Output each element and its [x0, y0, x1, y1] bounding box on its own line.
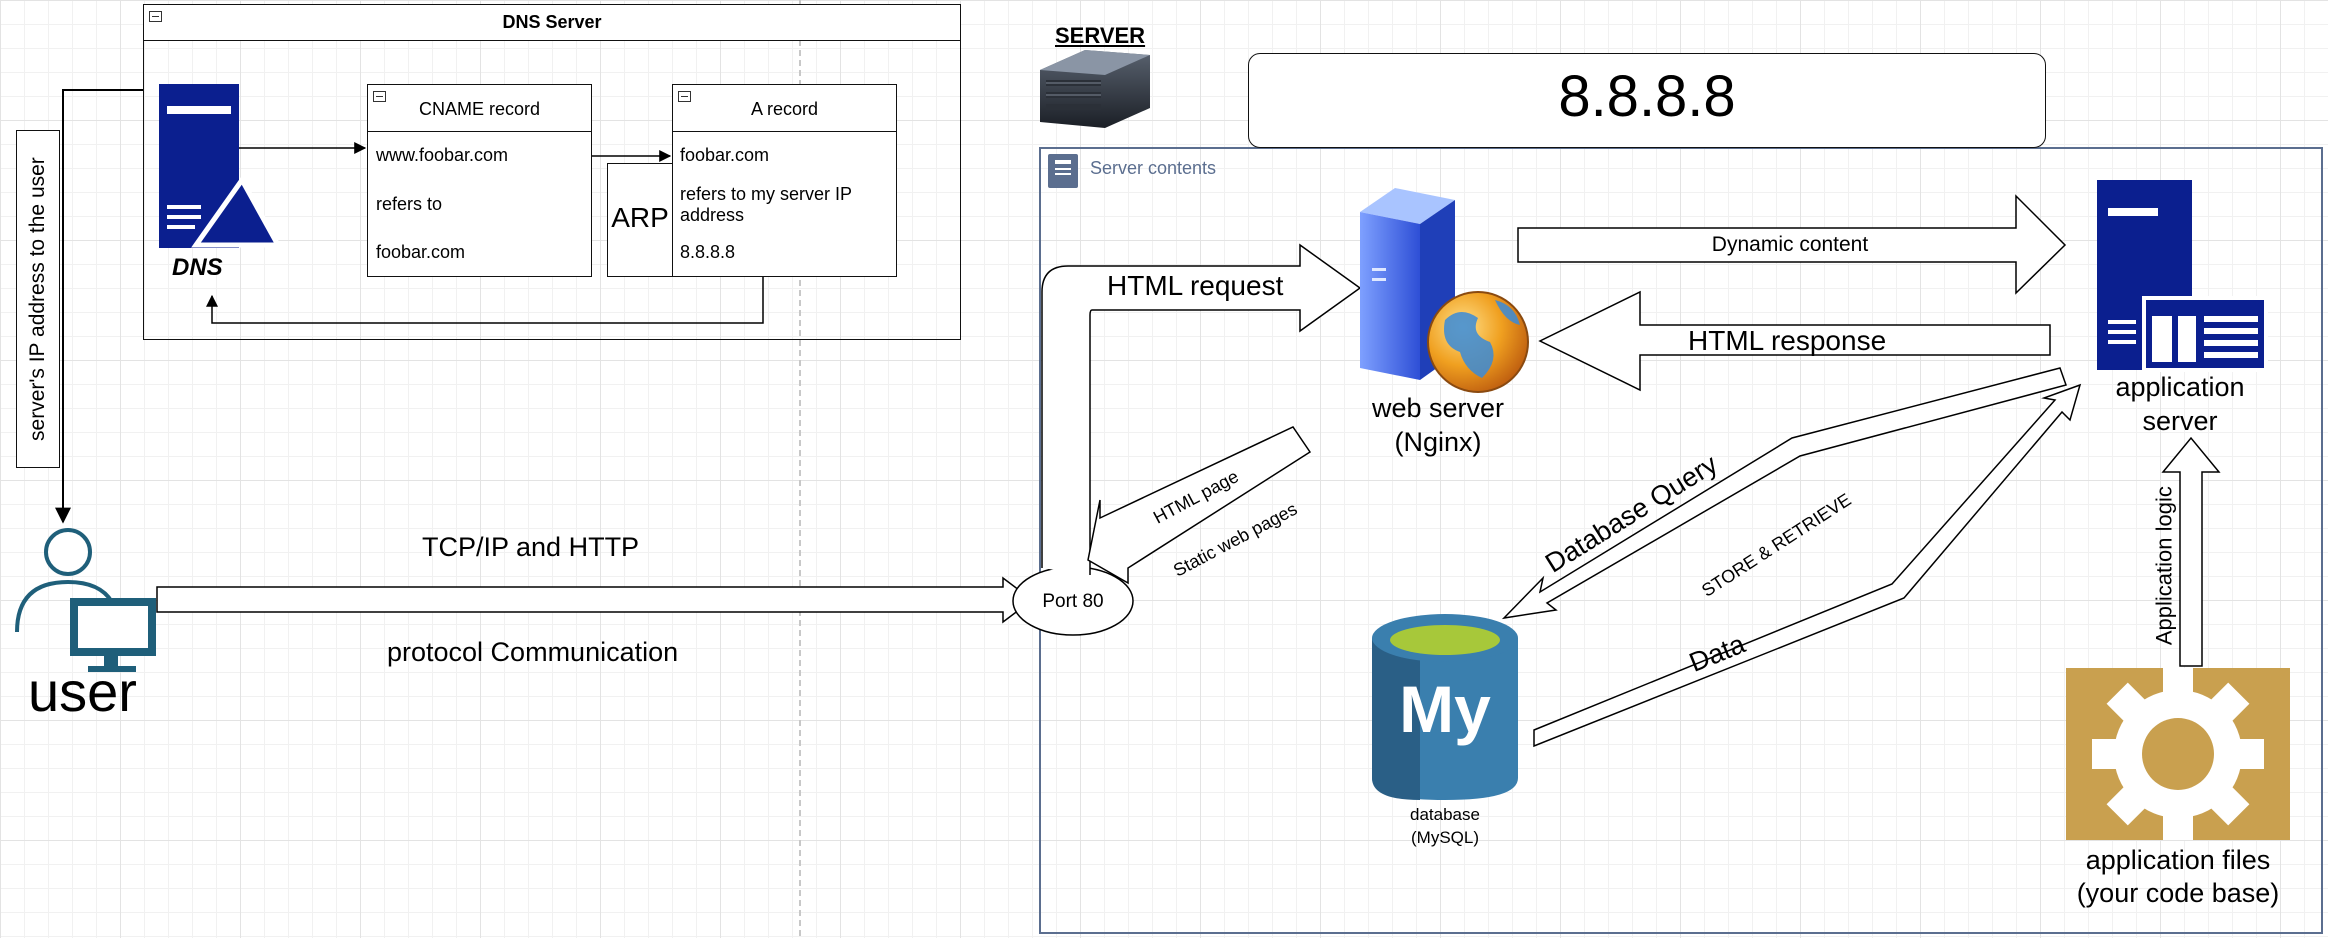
user-computer-icon	[15, 528, 156, 672]
cname-row: foobar.com	[376, 242, 466, 262]
connection-label-1: TCP/IP and HTTP	[422, 532, 640, 562]
application-logic-label: Application logic	[2151, 486, 2177, 646]
application-files-label: (your code base)	[2076, 878, 2280, 908]
application-logic-arrow	[2161, 436, 2221, 667]
collapse-icon[interactable]	[373, 91, 386, 102]
arp-box[interactable]	[607, 163, 673, 277]
cname-row: www.foobar.com	[376, 145, 509, 165]
arecord-back-to-dns-edge	[206, 276, 764, 324]
html-request-label: HTML request	[1107, 270, 1284, 301]
database-label: database	[1410, 805, 1480, 824]
collapse-icon[interactable]	[678, 91, 691, 102]
gear-icon	[2066, 668, 2290, 840]
a-record-row: refers to my server IP address	[680, 184, 852, 225]
cname-record-header	[367, 84, 592, 132]
database-label: (MySQL)	[1411, 828, 1479, 847]
server-title: SERVER	[1055, 23, 1146, 48]
dynamic-content-arrow	[1517, 194, 2067, 295]
web-server-label: web server	[1371, 393, 1505, 423]
application-server-label: server	[2142, 406, 2218, 436]
html-page-arrow	[1087, 426, 1312, 585]
application-server-label: application	[2115, 372, 2245, 402]
server-contents-icon	[1048, 154, 1078, 188]
user-label: user	[28, 660, 137, 723]
cname-row: refers to	[376, 194, 443, 214]
a-record-row: foobar.com	[680, 145, 770, 165]
database-logo: My	[1399, 672, 1491, 746]
html-response-arrow	[1538, 290, 2051, 392]
web-server-globe-icon	[1360, 188, 1529, 393]
arp-label: ARP	[611, 202, 669, 233]
port-80-label: Port 80	[1042, 591, 1104, 612]
return-edge-label-box	[16, 130, 60, 468]
mysql-database-icon	[1372, 614, 1518, 800]
server-contents-frame[interactable]	[1039, 147, 2323, 934]
web-server-label: (Nginx)	[1394, 427, 1482, 457]
user-to-port-arrow	[156, 576, 1034, 624]
application-server-icon	[2097, 180, 2268, 372]
return-edge-label: server's IP address to the user	[25, 157, 49, 441]
dynamic-content-label: Dynamic content	[1711, 233, 1869, 256]
ip-address-value: 8.8.8.8	[1558, 64, 1736, 129]
server-contents-label: Server contents	[1090, 158, 1217, 178]
ip-address-box[interactable]	[1248, 53, 2046, 148]
database-query-arrow	[1501, 367, 2067, 620]
data-arrow	[1533, 383, 2082, 748]
html-response-label: HTML response	[1688, 325, 1887, 356]
cname-record-title: CNAME record	[418, 99, 541, 119]
connection-label-2: protocol Communication	[387, 637, 679, 667]
dns-server-icon	[159, 84, 283, 248]
collapse-icon[interactable]	[149, 11, 162, 22]
a-record-header	[672, 84, 897, 132]
dns-to-user-edge	[55, 89, 143, 524]
a-record-row: 8.8.8.8	[680, 242, 736, 262]
a-record-title: A record	[750, 99, 819, 119]
dns-icon-label: DNS	[172, 254, 223, 281]
dns-server-title-bar	[143, 4, 961, 41]
dns-server-title: DNS Server	[502, 12, 602, 32]
application-files-label: application files	[2085, 845, 2271, 875]
server-rack-icon	[1040, 50, 1150, 128]
